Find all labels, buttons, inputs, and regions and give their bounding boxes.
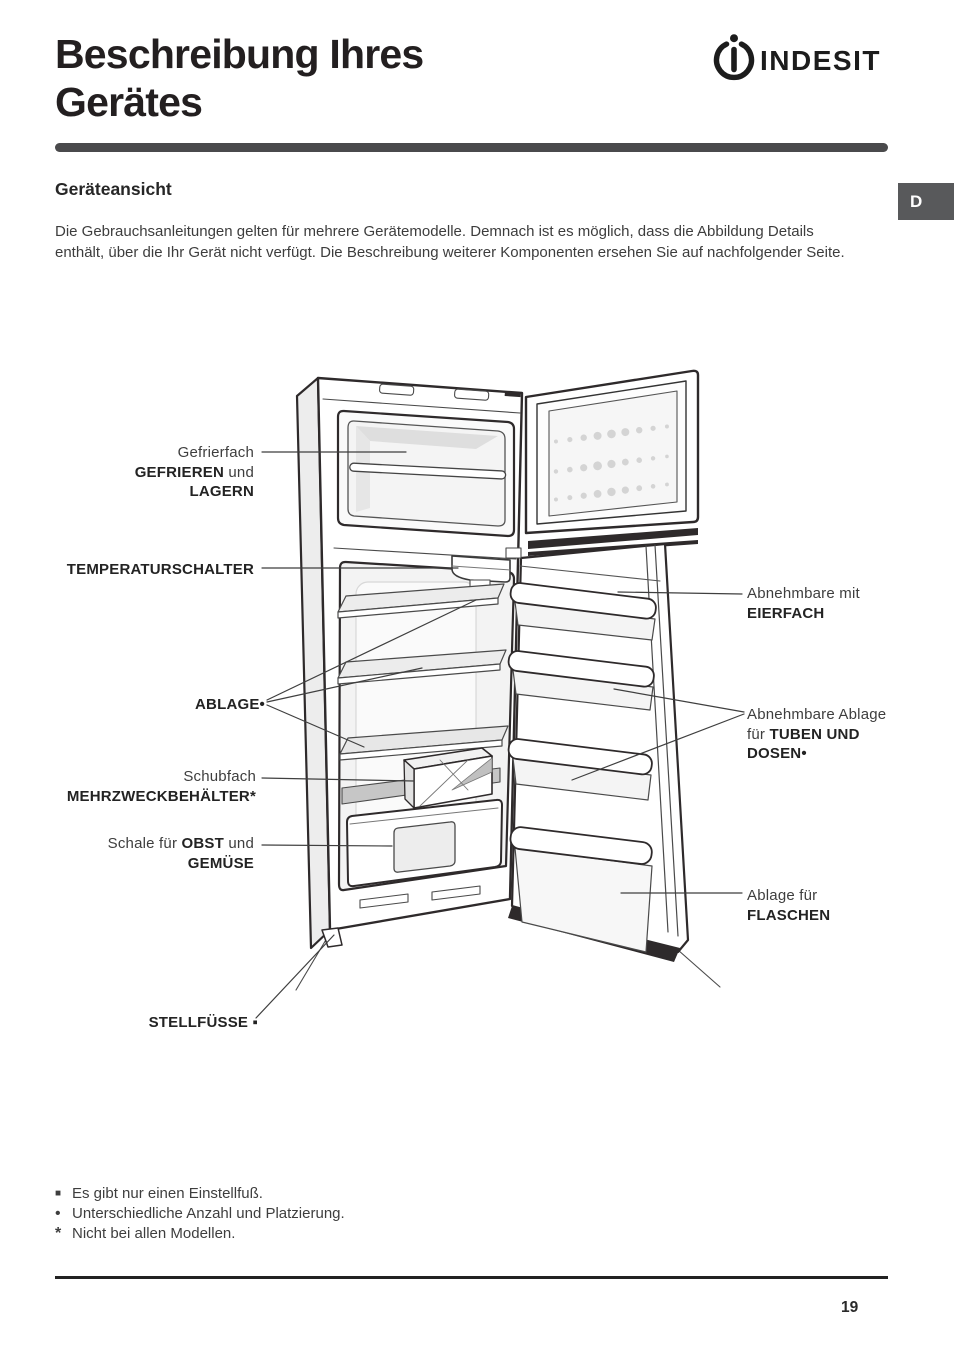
footer-rule [55,1276,888,1279]
label-crisper: Schale für OBST und GEMÜSE [107,835,254,872]
indesit-logo-icon: INDESIT [713,34,881,81]
label-feet: STELLFÜSSE ▪ [148,1014,258,1031]
svg-text:INDESIT: INDESIT [760,45,881,76]
bullet-marker-icon: • [55,1205,61,1222]
leader-lines [255,451,745,1019]
multipurpose-container [403,747,493,809]
crisper-window [393,821,456,873]
label-thermostat: TEMPERATURSCHALTER [66,561,254,578]
page-title: Beschreibung Ihres Gerätes [55,31,424,125]
crisper-drawer [346,798,503,888]
language-tab-label: D [910,191,923,211]
title-divider-bar [55,143,888,152]
label-cans-shelf: Abnehmbare Ablage für TUBEN UND DOSEN• [747,706,887,762]
footnote-bullet: • Unterschiedliche Anzahl und Platzierun… [55,1205,345,1222]
footnotes: ■ Es gibt nur einen Einstellfuß. • Unter… [55,1184,345,1244]
intro-paragraph: Die Gebrauchsanleitungen gelten für mehr… [55,221,845,263]
shelf-1 [337,583,505,619]
freezer-compartment [336,409,516,538]
freezer-door [524,369,700,535]
door-bin-cans-2 [507,738,653,801]
indesit-logo: INDESIT [708,32,898,86]
label-freezer: Gefrierfach GEFRIEREN und LAGERN [134,444,254,500]
footnote-asterisk: * Nicht bei allen Modellen. [55,1225,236,1242]
footnote-feet: ■ Es gibt nur einen Einstellfuß. [55,1185,263,1202]
square-marker-icon: ■ [55,1188,62,1199]
label-multipurpose-drawer: Schubfach MEHRZWECKBEHÄLTER* [66,768,256,805]
label-shelf: ABLAGE• [195,696,265,713]
language-tab: D [898,183,954,220]
intro-line-1: Die Gebrauchsanleitungen gelten für mehr… [55,223,814,240]
label-egg-tray: Abnehmbare mit EIERFACH [747,585,860,622]
asterisk-marker-icon: * [55,1225,62,1242]
floor-lines [295,932,721,991]
shelf-3 [339,725,509,761]
dimple-pattern [553,424,669,502]
door-bin-bottles [509,826,653,953]
page-number: 19 [841,1299,859,1316]
door-bin-eggs [509,565,661,641]
label-bottle-shelf: Ablage für FLASCHEN [747,887,831,924]
door-bin-cans-1 [507,650,655,711]
shelf-2 [337,649,507,685]
freezer-shelf [349,462,507,480]
intro-line-2: enthält, über die Ihr Gerät nicht verfüg… [55,244,845,261]
section-heading: Geräteansicht [55,179,172,199]
